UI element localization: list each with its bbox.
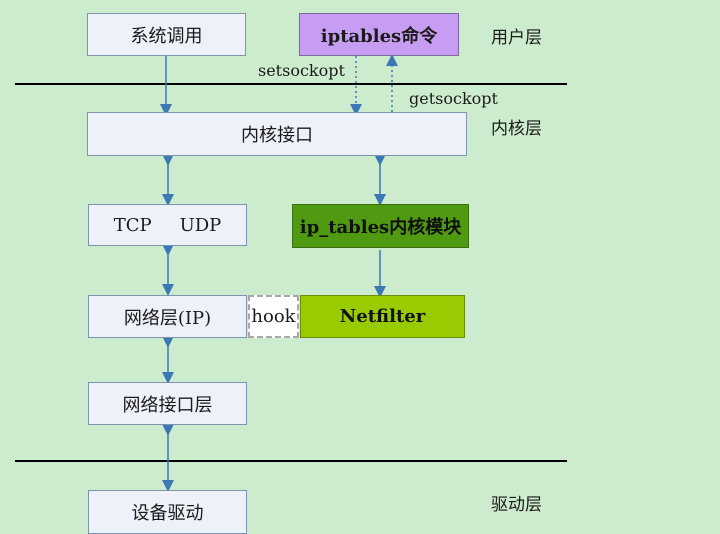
hook-box: hook [248,295,299,338]
getsockopt-label: getsockopt [409,89,498,108]
tcp-udp-box: TCP UDP [88,204,247,246]
netfilter-box: Netfilter [300,295,465,338]
network-layer-box: 网络层(IP) [88,295,247,338]
setsockopt-label: setsockopt [258,61,345,80]
driver-layer-label: 驱动层 [491,495,542,515]
network-interface-layer-box: 网络接口层 [88,382,247,425]
ip-tables-module-box: ip_tables内核模块 [292,204,469,248]
udp-label: UDP [179,214,222,236]
kernel-layer-label: 内核层 [491,119,542,139]
iptables-command-box: iptables命令 [299,13,459,56]
tcp-label: TCP [113,214,152,236]
device-driver-box: 设备驱动 [88,490,247,534]
user-layer-label: 用户层 [491,28,542,48]
syscall-box: 系统调用 [87,13,246,56]
kernel-interface-box: 内核接口 [87,112,467,156]
